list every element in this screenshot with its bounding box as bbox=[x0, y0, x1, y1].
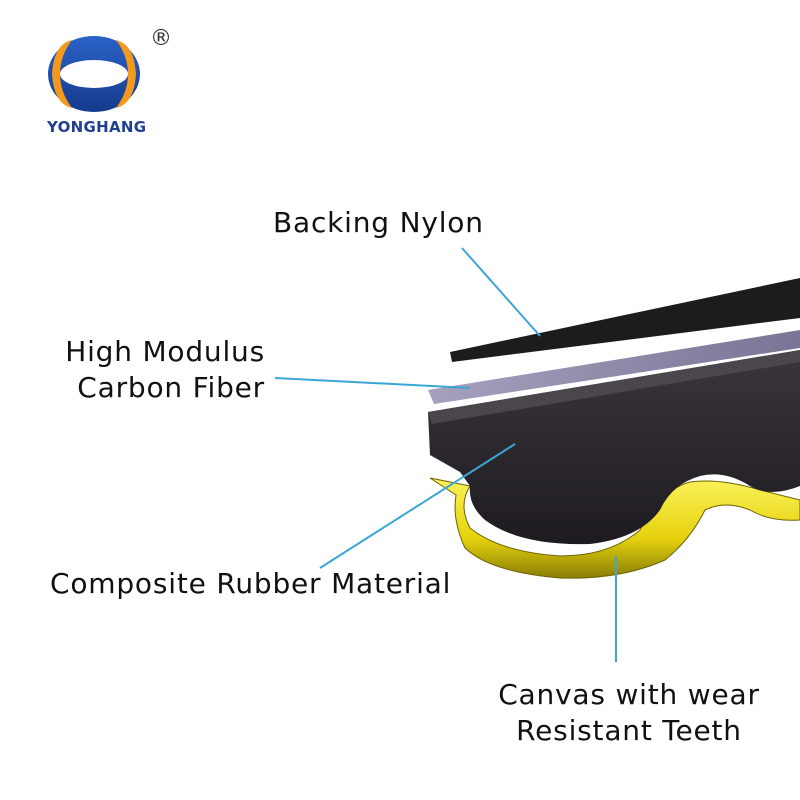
carbon-fiber-layer bbox=[428, 330, 800, 404]
brand-name: YONGHANG bbox=[47, 118, 147, 136]
label-composite-rubber: Composite Rubber Material bbox=[50, 566, 451, 602]
leader-carbon bbox=[274, 377, 471, 389]
label-carbon-line-1: High Modulus bbox=[65, 335, 265, 368]
label-carbon-fiber: High Modulus Carbon Fiber bbox=[41, 334, 265, 406]
yonghang-ring-logo-icon bbox=[48, 36, 140, 112]
leader-backing bbox=[461, 247, 541, 337]
rubber-top-edge bbox=[428, 350, 800, 424]
label-canvas-line-2: Resistant Teeth bbox=[516, 714, 742, 747]
canvas-teeth-layer bbox=[429, 477, 800, 579]
label-canvas-line-1: Canvas with wear bbox=[498, 678, 760, 711]
leader-rubber bbox=[319, 443, 516, 569]
rubber-layer bbox=[428, 350, 800, 545]
label-backing-line-1: Backing Nylon bbox=[273, 206, 484, 239]
label-backing-nylon: Backing Nylon bbox=[273, 205, 484, 241]
label-carbon-line-2: Carbon Fiber bbox=[77, 371, 265, 404]
backing-nylon-layer bbox=[450, 278, 800, 362]
registered-mark: ® bbox=[150, 26, 172, 51]
label-rubber-line-1: Composite Rubber Material bbox=[50, 567, 452, 600]
label-canvas-teeth: Canvas with wear Resistant Teeth bbox=[479, 677, 779, 749]
